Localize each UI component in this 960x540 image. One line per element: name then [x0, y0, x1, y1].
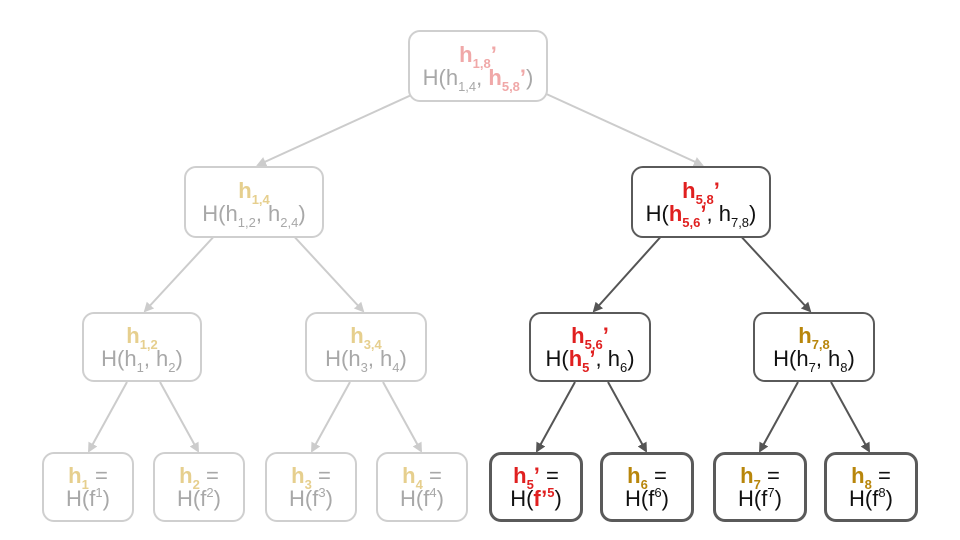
leaf-h3: h3 = H(f3)	[265, 452, 357, 522]
edge-n78-l7	[759, 381, 799, 453]
node-formula: H(f1)	[66, 485, 110, 511]
node-label: h7,8	[798, 322, 830, 352]
node-label: h3,4	[350, 322, 382, 352]
leaf-h5: h5’ = H(f’5)	[489, 452, 583, 522]
node-formula: H(h1,4, h5,8’)	[422, 65, 534, 94]
node-h14: h1,4 H(h1,2, h2,4)	[184, 166, 324, 238]
edge-n78-l8	[830, 381, 870, 453]
leaf-h2: h2 = H(f2)	[153, 452, 245, 522]
node-formula: H(f’5)	[510, 485, 562, 511]
node-label: h1,8’	[459, 41, 497, 71]
node-label: h7	[740, 462, 761, 492]
node-formula: H(f2)	[177, 485, 221, 511]
node-h34: h3,4 H(h3, h4)	[305, 312, 427, 382]
edge-n34-l4	[382, 381, 422, 453]
node-label: h3	[291, 462, 312, 492]
node-label: h5,6’	[571, 322, 609, 352]
leaf-h8: h8 = H(f8)	[824, 452, 918, 522]
node-label: h1	[68, 462, 89, 492]
node-formula: H(h1, h2)	[101, 346, 183, 375]
node-formula: H(h7, h8)	[773, 346, 855, 375]
leaf-h4: h4 = H(f4)	[376, 452, 468, 522]
leaf-h7: h7 = H(f7)	[713, 452, 807, 522]
node-formula: H(f7)	[738, 485, 782, 511]
node-label: h2	[179, 462, 200, 492]
node-h58: h5,8’ H(h5,6’, h7,8)	[631, 166, 771, 238]
leaf-h1: h1 = H(f1)	[42, 452, 134, 522]
edge-n14-n12	[143, 231, 219, 313]
node-h78: h7,8 H(h7, h8)	[753, 312, 875, 382]
edge-n56-l6	[607, 381, 647, 453]
node-h12: h1,2 H(h1, h2)	[82, 312, 202, 382]
node-formula: H(f6)	[625, 485, 669, 511]
node-formula: H(h3, h4)	[325, 346, 407, 375]
node-label: h6	[627, 462, 648, 492]
edge-n18-n58	[541, 91, 704, 167]
node-formula: H(f8)	[849, 485, 893, 511]
node-formula: H(f4)	[400, 485, 444, 511]
edge-n58-n78	[736, 231, 812, 313]
edge-n12-l2	[159, 381, 199, 453]
node-label: h1,4	[238, 177, 270, 207]
node-label: h8	[851, 462, 872, 492]
node-label: h5’	[513, 462, 540, 492]
node-formula: H(h5’, h6)	[545, 346, 635, 375]
edge-n14-n34	[289, 231, 365, 313]
node-label: h5,8’	[682, 177, 720, 207]
edge-n12-l1	[88, 381, 128, 453]
node-h56: h5,6’ H(h5’, h6)	[529, 312, 651, 382]
node-root-h18: h1,8’ H(h1,4, h5,8’)	[408, 30, 548, 102]
edge-n18-n14	[256, 91, 419, 167]
edge-n56-l5	[536, 381, 576, 453]
node-formula: H(h1,2, h2,4)	[202, 201, 306, 230]
node-label: h4	[402, 462, 423, 492]
node-formula: H(f3)	[289, 485, 333, 511]
leaf-h6: h6 = H(f6)	[600, 452, 694, 522]
edge-n58-n56	[592, 231, 666, 313]
node-label: h1,2	[126, 322, 158, 352]
edge-n34-l3	[311, 381, 351, 453]
node-formula: H(h5,6’, h7,8)	[645, 201, 757, 230]
